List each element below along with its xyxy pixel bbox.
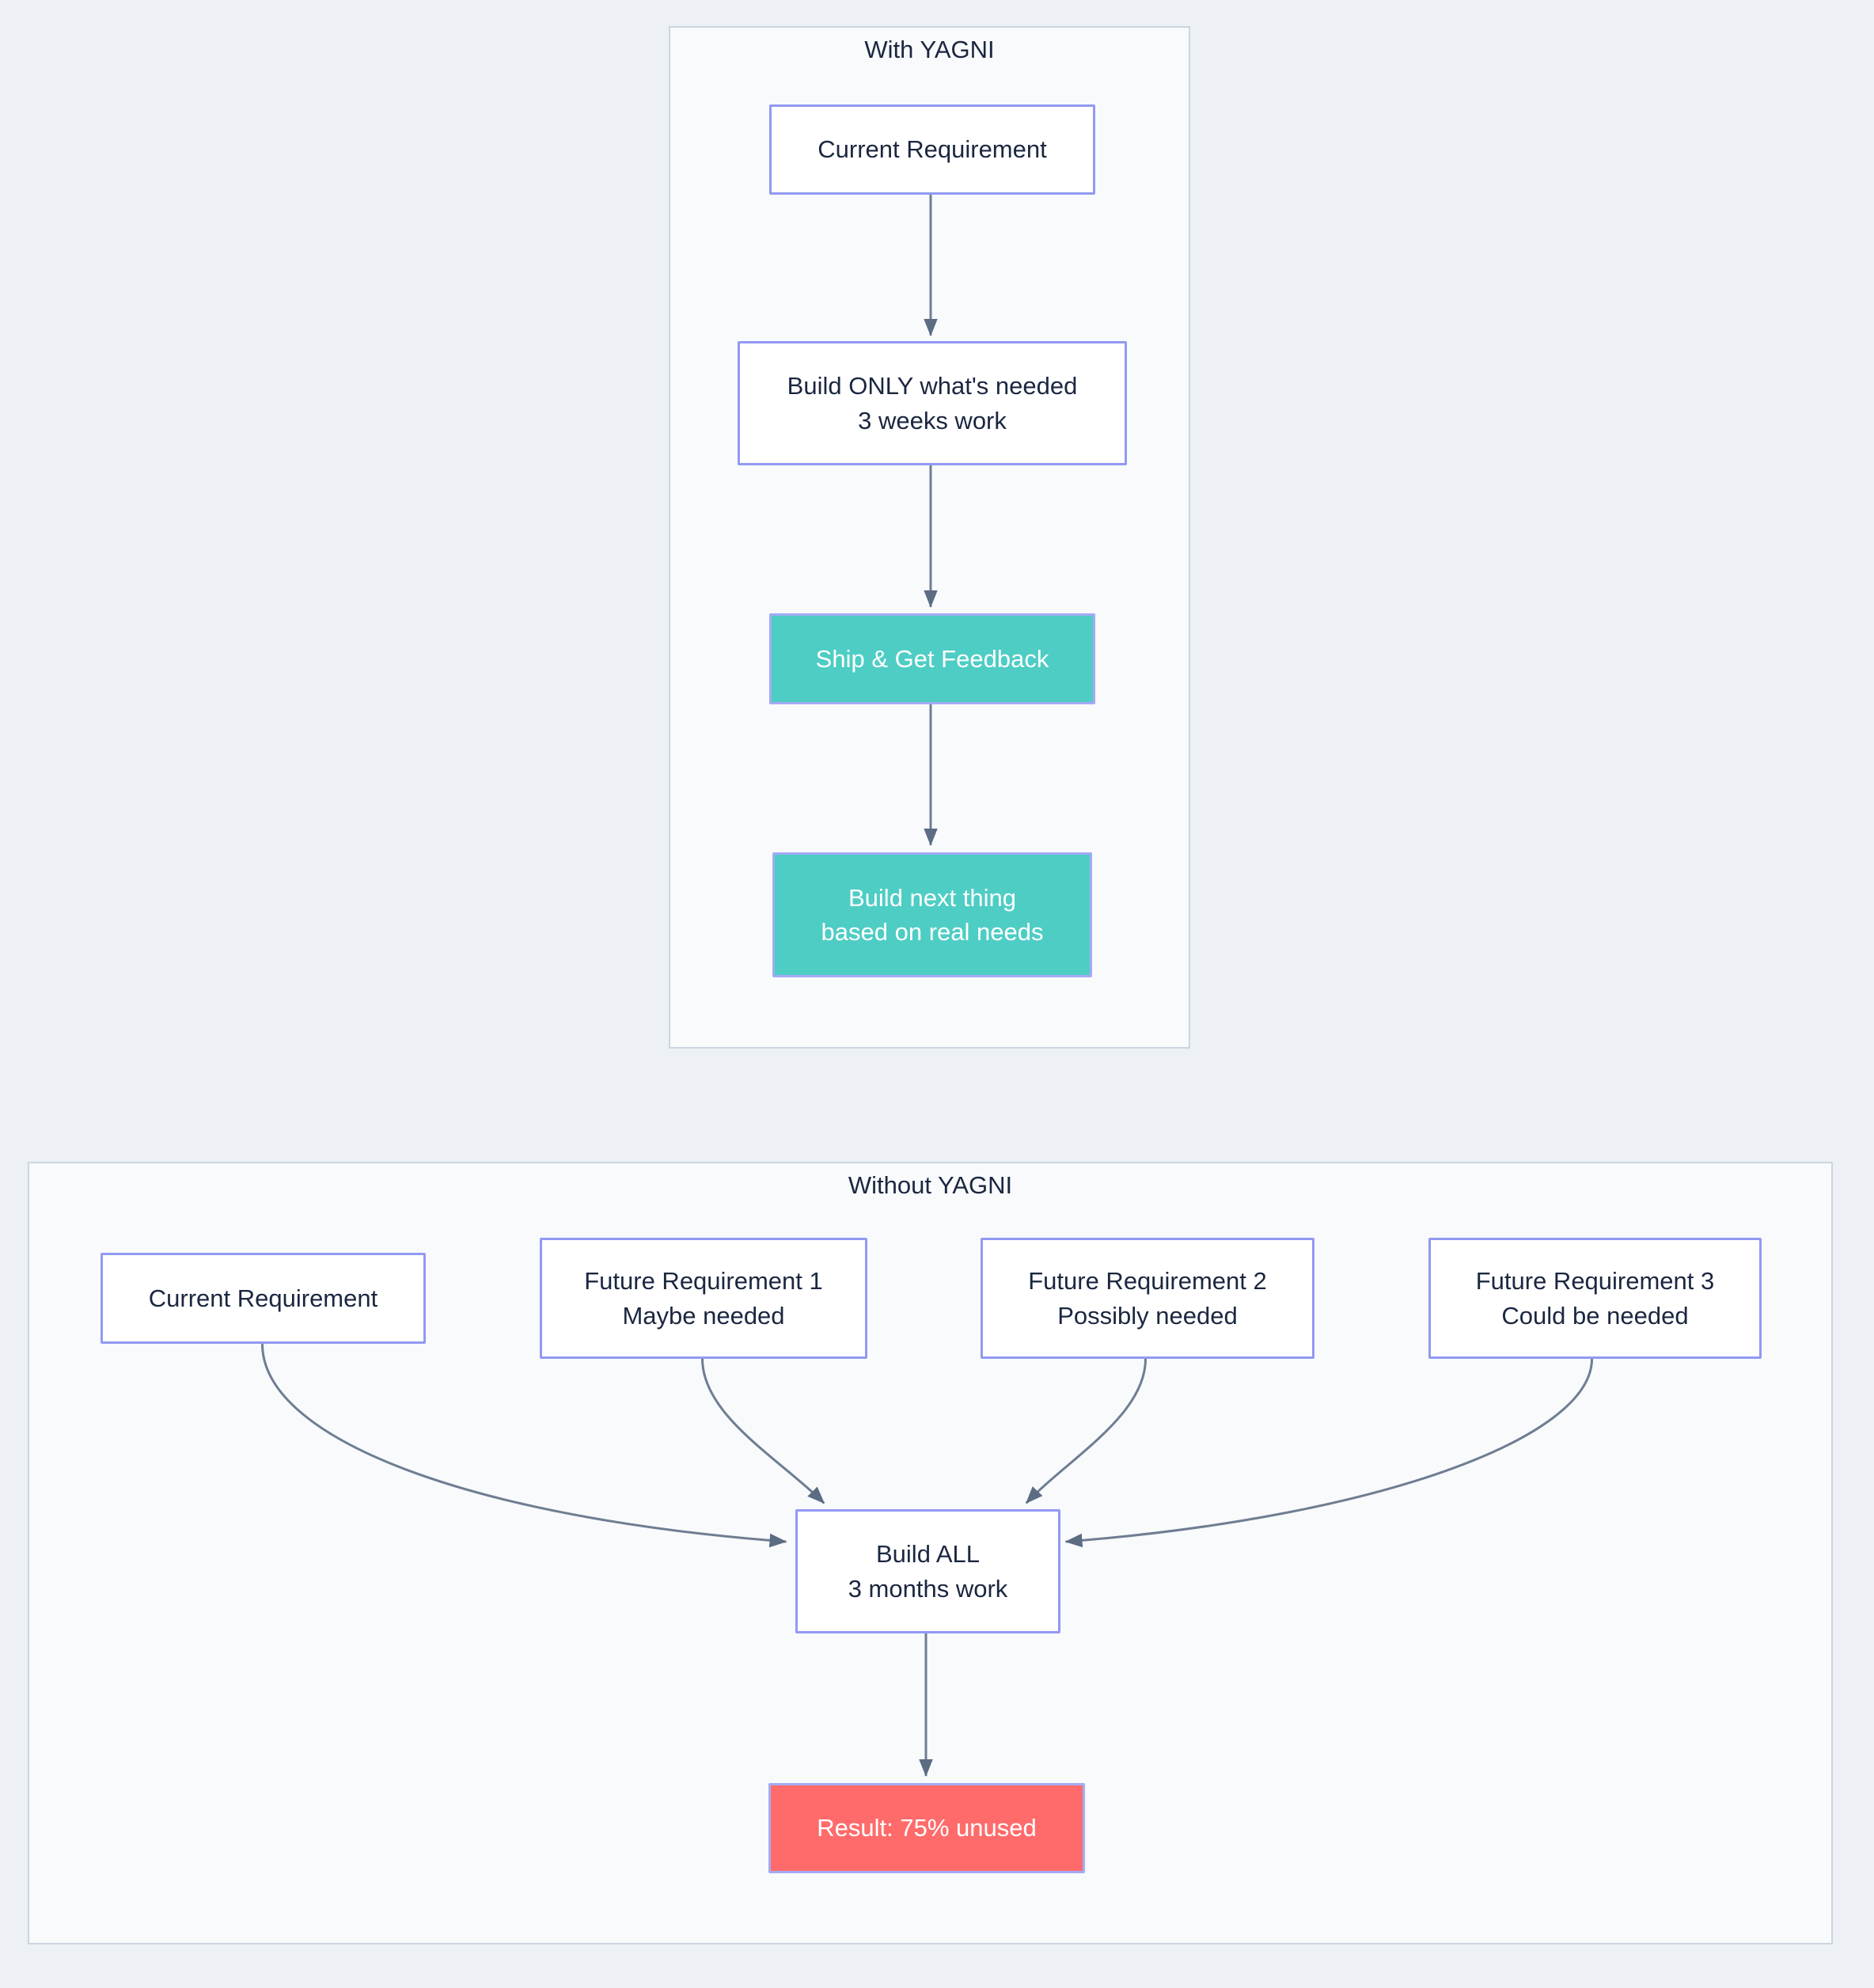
node-label: Future Requirement 1 [584,1267,823,1296]
node-label: Result: 75% unused [817,1814,1037,1842]
node-sublabel: Possibly needed [1057,1301,1238,1330]
edge-future1-to-build-all [701,1358,825,1504]
node-current-requirement: Current Requirement [769,104,1095,195]
node-label: Build ALL [876,1540,980,1569]
node-result-unused: Result: 75% unused [768,1783,1085,1873]
node-sublabel: 3 weeks work [858,406,1007,434]
node-sublabel: Maybe needed [622,1301,785,1330]
with-yagni-title: With YAGNI [864,36,995,63]
node-label: Build next thing [848,883,1016,912]
edge-current-to-build-all [260,1344,787,1548]
edge-future2-to-build-all [1025,1358,1148,1504]
node-future-requirement-3: Future Requirement 3 Could be needed [1428,1238,1762,1359]
node-label: Build ONLY what's needed [787,372,1078,400]
node-sublabel: based on real needs [821,918,1044,946]
node-label: Future Requirement 3 [1475,1267,1715,1296]
node-label: Future Requirement 2 [1028,1267,1267,1296]
node-sublabel: 3 months work [848,1574,1008,1603]
edge-future3-to-build-all [1064,1358,1594,1548]
node-build-next-thing: Build next thing based on real needs [772,852,1092,977]
with-yagni-panel: With YAGNI Current Requirement Build ONL… [669,26,1190,1049]
without-yagni-panel: Without YAGNI Current Requirement Future… [28,1162,1833,1944]
node-future-requirement-1: Future Requirement 1 Maybe needed [540,1238,867,1359]
node-current-requirement-2: Current Requirement [101,1253,426,1344]
node-label: Current Requirement [818,135,1047,164]
node-ship-get-feedback: Ship & Get Feedback [769,613,1095,704]
node-label: Ship & Get Feedback [815,644,1049,673]
node-build-all: Build ALL 3 months work [795,1509,1060,1633]
node-sublabel: Could be needed [1501,1301,1689,1330]
node-future-requirement-2: Future Requirement 2 Possibly needed [981,1238,1314,1359]
node-build-only-whats-needed: Build ONLY what's needed 3 weeks work [738,341,1127,465]
node-label: Current Requirement [148,1284,378,1312]
without-yagni-title: Without YAGNI [848,1171,1013,1199]
